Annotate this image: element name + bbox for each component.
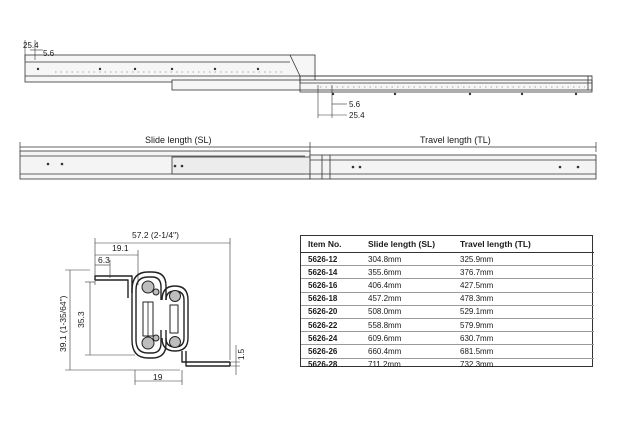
slide-length-value: 508.0mm — [361, 305, 453, 319]
item-number: 5626-20 — [301, 305, 361, 319]
travel-length-value: 681.5mm — [453, 344, 594, 359]
inner-member-top — [171, 79, 593, 91]
inner-member-side — [309, 154, 597, 180]
dim-6-3: 6.3 — [98, 255, 110, 265]
travel-length-value: 376.7mm — [453, 265, 594, 280]
travel-length-label: Travel length (TL) — [420, 135, 491, 145]
travel-length-value: 579.9mm — [453, 318, 594, 333]
header-slide-length: Slide length (SL) — [361, 236, 453, 253]
dim-1-5: 1.5 — [237, 348, 246, 360]
item-number: 5626-28 — [308, 360, 338, 370]
slide-length-value: 711.2mm — [368, 360, 401, 370]
table-row: 5626-12 304.8mm 325.9mm — [301, 252, 594, 267]
top-view-holes — [36, 67, 578, 96]
header-item-no: Item No. — [301, 236, 361, 253]
travel-length-value: 325.9mm — [453, 252, 594, 267]
dim-top-right-inner: 5.6 — [349, 100, 361, 109]
slide-length-value: 558.8mm — [361, 318, 453, 333]
item-number: 5626-22 — [301, 318, 361, 333]
travel-length-value: 427.5mm — [453, 278, 594, 293]
table-row: 5626-22 558.8mm 579.9mm — [301, 318, 594, 333]
travel-length-value: 478.3mm — [453, 292, 594, 306]
top-view — [24, 54, 593, 96]
table-row: 5626-24 609.6mm 630.7mm — [301, 331, 594, 346]
ball-bearings — [141, 280, 181, 350]
travel-length-value: 630.7mm — [453, 331, 594, 346]
item-number: 5626-26 — [301, 344, 361, 359]
item-number: 5626-14 — [301, 265, 361, 280]
middle-member-side — [171, 156, 313, 175]
table-row: 5626-16 406.4mm 427.5mm — [301, 278, 594, 293]
table-row: 5626-14 355.6mm 376.7mm — [301, 265, 594, 280]
slide-length-value: 457.2mm — [361, 292, 453, 306]
item-number: 5626-24 — [301, 331, 361, 346]
dim-top-left-inner: 5.6 — [43, 49, 55, 58]
outer-member-top — [24, 54, 316, 83]
table-row: 5626-26 660.4mm 681.5mm — [301, 344, 594, 359]
item-number: 5626-16 — [301, 278, 361, 293]
travel-length-value: 732.3mm — [460, 360, 494, 370]
spec-table-header: Item No. Slide length (SL) Travel length… — [301, 236, 594, 253]
spec-table: Item No. Slide length (SL) Travel length… — [301, 236, 594, 371]
top-left-dimensions — [24, 40, 43, 60]
slide-length-value: 660.4mm — [361, 344, 453, 359]
travel-length-value: 529.1mm — [453, 305, 594, 319]
slide-length-value: 304.8mm — [361, 252, 453, 267]
dim-top-right-outer: 25.4 — [349, 111, 365, 120]
cross-section-profile — [94, 271, 231, 367]
slide-length-value: 406.4mm — [361, 278, 453, 293]
dim-35-3: 35.3 — [76, 311, 86, 328]
side-view — [19, 150, 597, 180]
slide-length-value: 609.6mm — [361, 331, 453, 346]
dim-19-1: 19.1 — [112, 243, 129, 253]
slide-length-value: 355.6mm — [361, 265, 453, 280]
top-right-dimensions — [317, 85, 347, 118]
cross-section-dimensions — [65, 238, 240, 385]
side-view-dimension-line — [19, 142, 597, 152]
dim-overall-width: 57.2 (2-1/4") — [132, 230, 179, 240]
slide-length-label: Slide length (SL) — [145, 135, 212, 145]
dim-overall-height: 39.1 (1-35/64") — [58, 295, 68, 352]
item-number: 5626-18 — [301, 292, 361, 306]
header-travel-length: Travel length (TL) — [453, 236, 594, 253]
table-row: 5626-18 457.2mm 478.3mm — [301, 292, 594, 306]
table-row: 5626-20 508.0mm 529.1mm — [301, 305, 594, 319]
dim-19: 19 — [153, 372, 163, 382]
table-row: 5626-28 711.2mm 732.3mm — [301, 358, 594, 371]
item-number: 5626-12 — [301, 252, 361, 267]
dim-top-left-outer: 25.4 — [23, 41, 39, 50]
